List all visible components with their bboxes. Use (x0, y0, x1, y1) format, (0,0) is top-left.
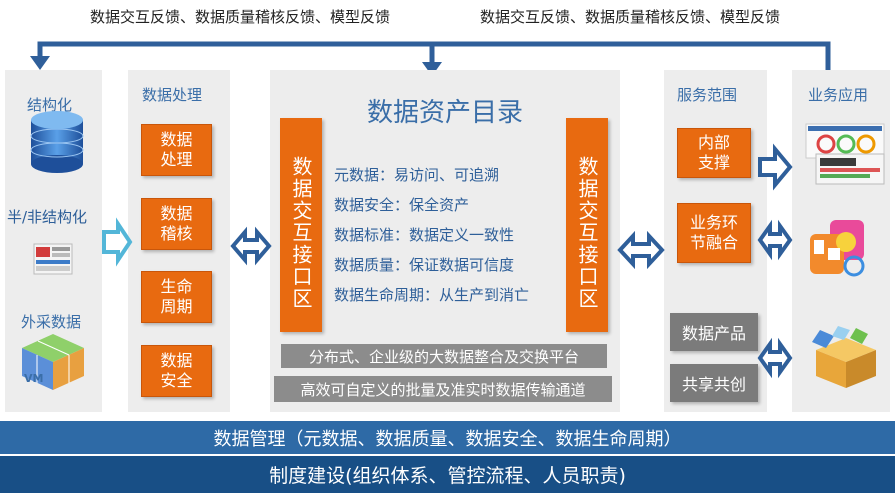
catalog-line-quality: 数据质量：保证数据可信度 (334, 256, 515, 274)
feedback-label-left: 数据交互反馈、数据质量稽核反馈、模型反馈 (90, 8, 391, 26)
processing-item-data-process: 数据 处理 (141, 124, 212, 176)
catalog-title: 数据资产目录 (366, 98, 523, 128)
system-building-bar: 制度建设(组织体系、管控流程、人员职责) (0, 456, 895, 493)
service-item-business-integration: 业务环 节融合 (677, 203, 751, 263)
processing-item-data-security: 数据 安全 (141, 345, 212, 397)
data-management-bar: 数据管理（元数据、数据质量、数据安全、数据生命周期） (0, 421, 895, 454)
service-title: 服务范围 (677, 86, 738, 104)
catalog-line-metadata: 元数据：易访问、可追溯 (334, 166, 500, 184)
processing-item-data-audit: 数据 稽核 (141, 198, 212, 250)
arrow-service-to-app-3 (757, 337, 793, 379)
web-page-icon (33, 243, 73, 275)
arrow-service-to-app-1 (758, 143, 793, 191)
arrow-processing-catalog (230, 226, 272, 266)
feedback-loop-arrows (30, 41, 831, 76)
catalog-line-security: 数据安全：保全资产 (334, 196, 470, 214)
database-icon (30, 111, 84, 173)
vm-cube-icon (22, 334, 84, 390)
left-interface-zone: 数据交互接口区 (280, 118, 322, 332)
structured-label: 结构化 (27, 96, 73, 114)
catalog-line-lifecycle: 数据生命周期：从生产到消亡 (334, 286, 530, 304)
semi-structured-label: 半/非结构化 (7, 208, 88, 226)
vm-logo-text: VM (24, 372, 44, 385)
processing-item-lifecycle: 生命 周期 (141, 271, 212, 323)
service-item-data-product: 数据产品 (670, 313, 758, 351)
box-icon (812, 326, 876, 388)
mobile-app-icon (810, 220, 865, 277)
external-data-label: 外采数据 (21, 313, 82, 331)
catalog-line-standard: 数据标准：数据定义一致性 (334, 226, 515, 244)
channel-bar: 高效可自定义的批量及准实时数据传输通道 (274, 376, 612, 402)
processing-title: 数据处理 (142, 86, 203, 104)
feedback-label-right: 数据交互反馈、数据质量稽核反馈、模型反馈 (480, 8, 781, 26)
platform-bar: 分布式、企业级的大数据整合及交换平台 (281, 344, 607, 368)
service-item-co-creation: 共享共创 (670, 364, 758, 402)
arrow-catalog-service (617, 230, 665, 270)
dashboard-screenshot-icon (805, 123, 885, 185)
right-interface-zone: 数据交互接口区 (566, 118, 608, 332)
arrow-service-to-app-2 (757, 219, 793, 261)
service-item-internal-support: 内部 支撑 (677, 128, 751, 178)
arrow-sources-to-processing (102, 217, 133, 267)
application-title: 业务应用 (808, 86, 869, 104)
